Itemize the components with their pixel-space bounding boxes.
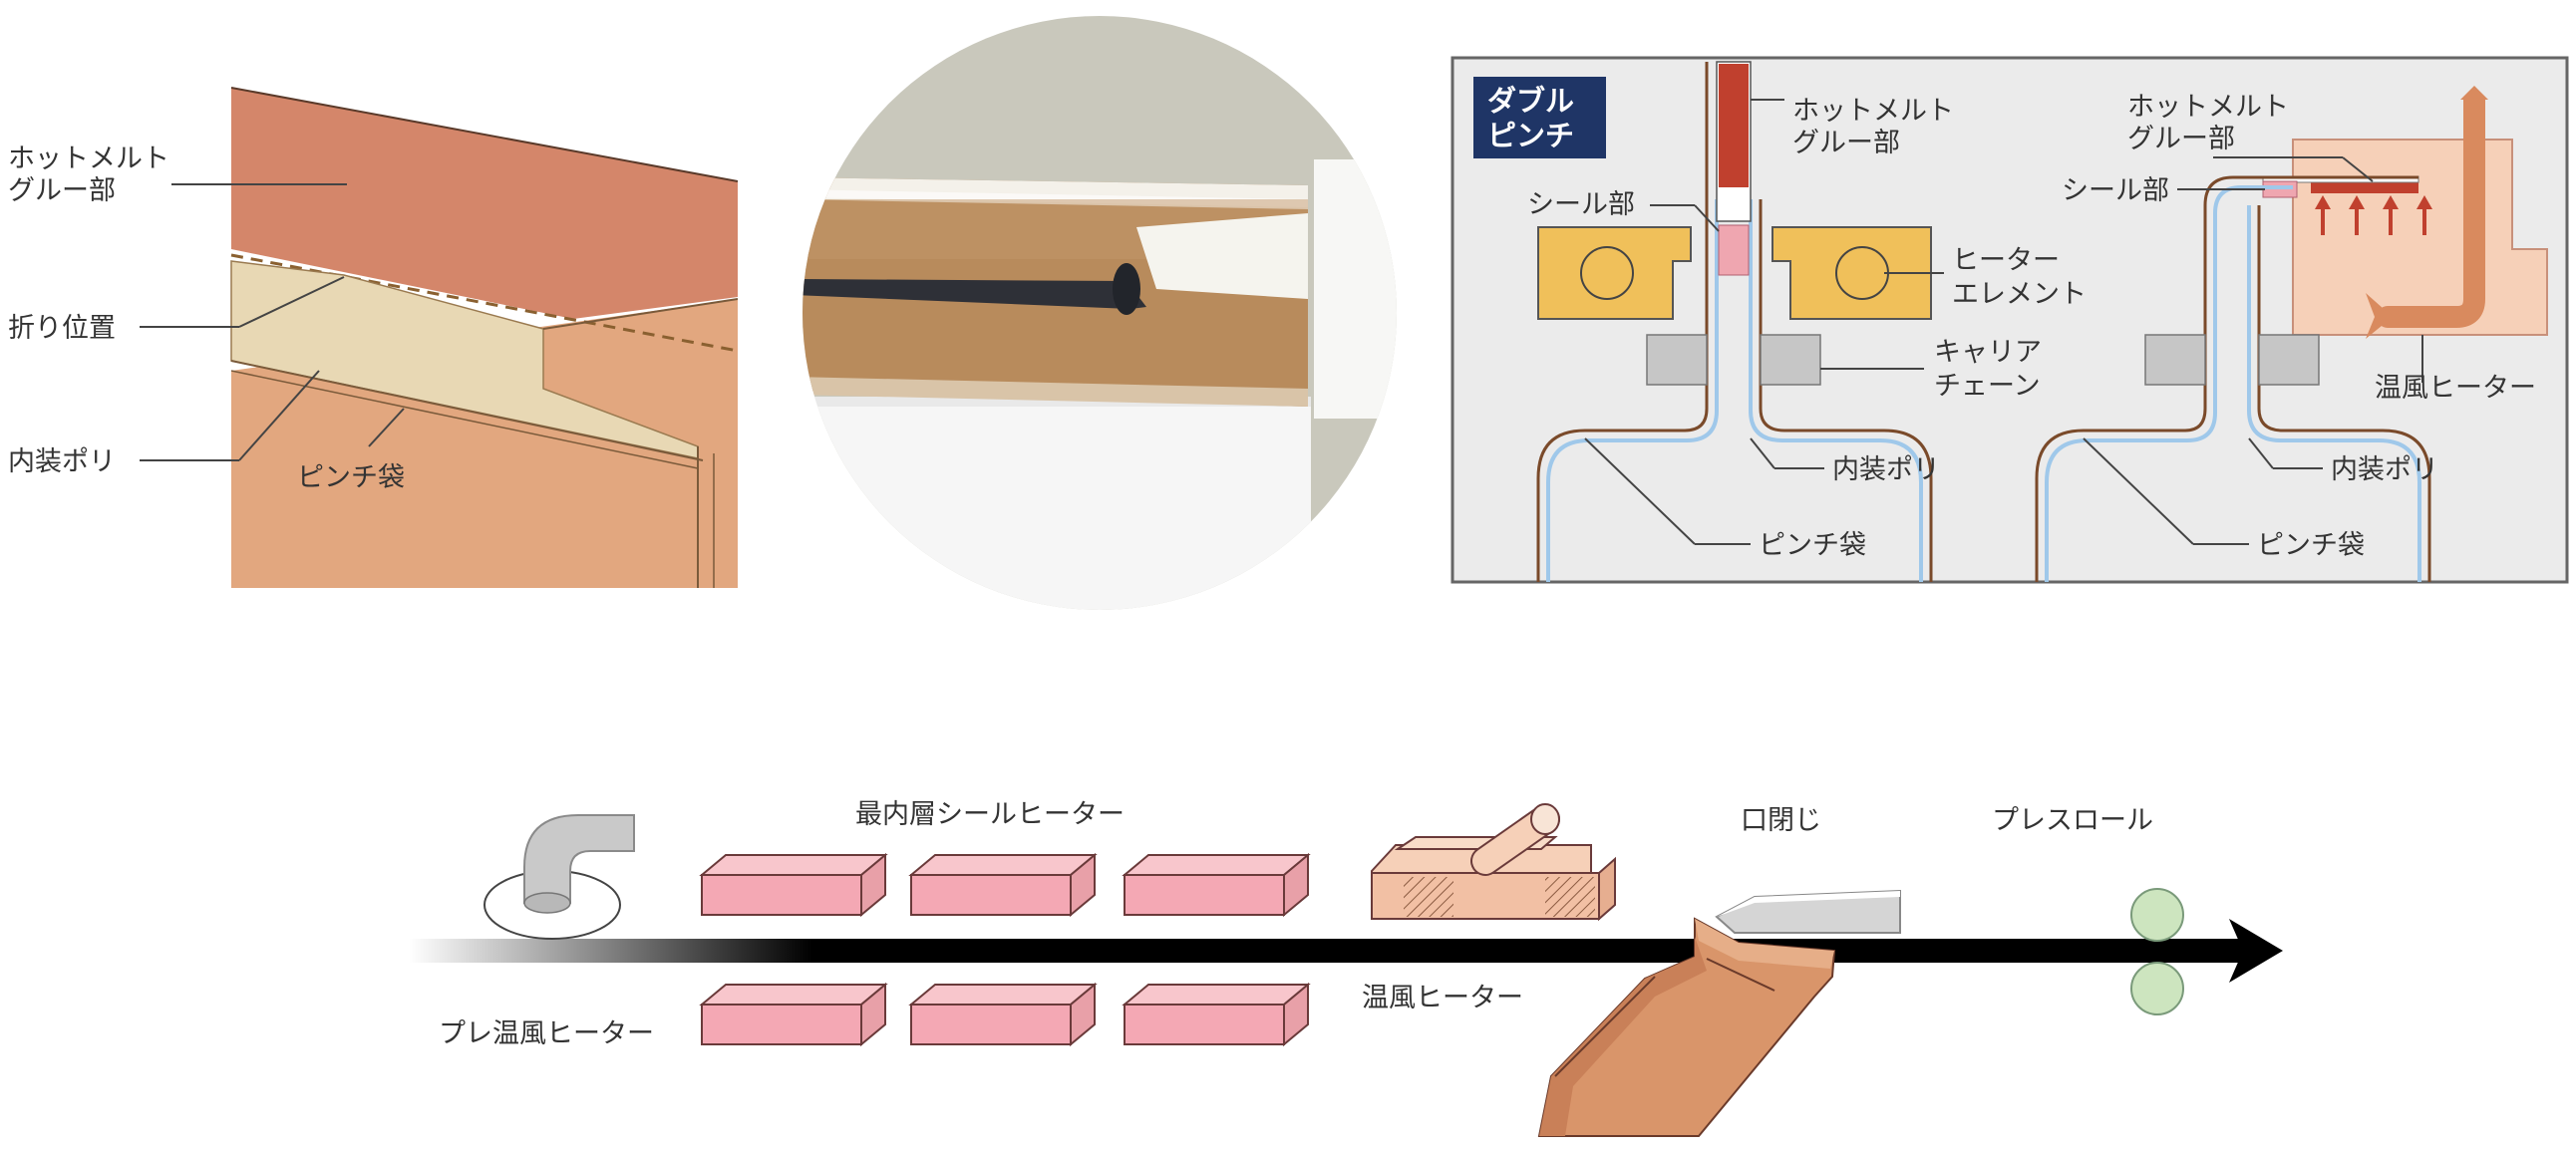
innermost-seal-heaters-upper xyxy=(699,852,1311,918)
right-pinch-bag-label: ピンチ袋 xyxy=(2257,530,2365,561)
left-heater-label-2: エレメント xyxy=(1952,279,2087,310)
innermost-seal-heaters-lower xyxy=(699,982,1311,1047)
hot-air-heater-body xyxy=(2292,139,2548,336)
flow-arrow-head xyxy=(2229,919,2283,983)
right-seal-label: シール部 xyxy=(2062,175,2169,206)
left-heater-element-b xyxy=(1771,226,1932,320)
double-pinch-badge xyxy=(1473,77,1606,158)
flow-arrow-shaft xyxy=(409,939,2243,963)
bag-mouth xyxy=(1537,917,1836,1137)
press-rolls xyxy=(2130,888,2184,1015)
left-hotmelt-glue-strip xyxy=(1719,64,1749,187)
heater-box xyxy=(908,982,1098,1047)
mouth-close-label: 口閉じ xyxy=(1741,805,1821,836)
left-heater-element-a xyxy=(1537,226,1692,320)
press-roll-label: プレスロール xyxy=(1992,805,2153,836)
pre-hot-air-heater-label: プレ温風ヒーター xyxy=(439,1018,654,1049)
left-carrier-chain-a xyxy=(1646,334,1708,386)
heater-box xyxy=(1122,852,1311,918)
hotmelt-glue-area xyxy=(231,88,738,319)
badge-line-1: ダブル xyxy=(1487,84,1574,118)
fold-hotmelt-label-2: グルー部 xyxy=(8,175,116,206)
right-inner-poly-label: 内装ポリ xyxy=(2331,454,2438,485)
left-carrier-label-2: チェーン xyxy=(1934,371,2041,402)
right-hotmelt-label-2: グルー部 xyxy=(2127,124,2235,154)
heater-box xyxy=(699,982,888,1047)
left-seal-assembly: ホットメルト グルー部 シール部 ヒーター エレメント キャリア チェーン 内装… xyxy=(1527,61,2087,582)
magnified-seal-photo xyxy=(803,16,1397,610)
double-pinch-seal-panel: ダブル ピンチ xyxy=(1450,56,2569,584)
pre-hot-air-nozzle xyxy=(483,814,635,940)
fold-hotmelt-label-1: ホットメルト xyxy=(8,144,169,174)
photo-black-poly-line xyxy=(803,279,1146,309)
left-heater-label-1: ヒーター xyxy=(1952,245,2060,276)
process-line: 最内層シールヒーター プレ温風ヒーター 温風ヒーター 口閉じ プレスロール xyxy=(409,799,2283,1137)
innermost-seal-heater-label: 最内層シールヒーター xyxy=(855,799,1125,830)
left-hotmelt-label-2: グルー部 xyxy=(1792,128,1900,158)
left-seal-label: シール部 xyxy=(1527,189,1635,220)
heater-box xyxy=(908,852,1098,918)
right-seal-assembly: ホットメルト グルー部 シール部 温風ヒーター 内装ポリ ピンチ袋 xyxy=(2035,86,2548,582)
right-carrier-chain-b xyxy=(2258,334,2320,386)
left-pinch-bag-label: ピンチ袋 xyxy=(1759,530,1866,561)
left-inner-poly-label: 内装ポリ xyxy=(1832,454,1940,485)
left-carrier-chain-b xyxy=(1760,334,1821,386)
badge-line-2: ピンチ xyxy=(1487,119,1574,152)
fold-illustration: ホットメルト グルー部 折り位置 内装ポリ ピンチ袋 xyxy=(8,87,739,588)
fold-pinch-bag-label: ピンチ袋 xyxy=(297,462,405,493)
hot-air-heater-label: 温風ヒーター xyxy=(1362,983,1523,1013)
fold-inner-poly-label: 内装ポリ xyxy=(8,446,116,477)
fold-position-label: 折り位置 xyxy=(8,313,116,344)
left-carrier-label-1: キャリア xyxy=(1934,337,2042,368)
right-hot-air-heater-label: 温風ヒーター xyxy=(2375,373,2536,404)
heater-box xyxy=(1122,982,1311,1047)
left-seal-part xyxy=(1718,224,1750,276)
heater-box xyxy=(699,852,888,918)
hot-air-arrows xyxy=(2315,195,2432,235)
hot-air-heater-unit xyxy=(1371,803,1616,922)
left-hotmelt-label-1: ホットメルト xyxy=(1792,96,1954,127)
right-hotmelt-label-1: ホットメルト xyxy=(2127,92,2289,123)
right-carrier-chain-a xyxy=(2144,334,2206,386)
